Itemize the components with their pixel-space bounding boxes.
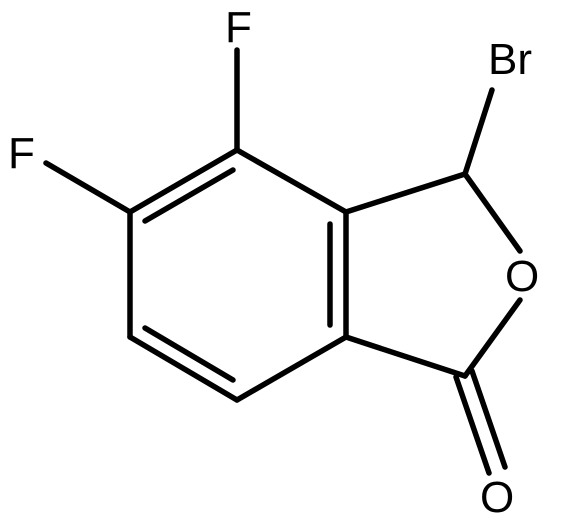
bond-c1-c7a: [343, 334, 468, 379]
bond-c4-c5: [127, 147, 240, 215]
substituent-bonds: [43, 47, 508, 476]
bond-c4-c5-inner: [142, 167, 236, 224]
atom-label-f-upper: F: [225, 3, 252, 52]
bond-carbonyl-2: [453, 374, 492, 476]
bond-o-c1: [462, 297, 523, 379]
bond-c7-c7a: [234, 334, 349, 403]
bond-c5-f: [43, 160, 133, 215]
bond-c3a-c3: [343, 171, 468, 215]
lactone-ring: [343, 171, 523, 379]
atom-label-br: Br: [488, 35, 532, 84]
atom-label-f-left: F: [8, 129, 35, 178]
atom-label-o-ring: O: [505, 252, 539, 301]
bond-c3a-c4: [234, 147, 349, 215]
bond-c3-o: [462, 171, 523, 254]
bond-carbonyl-1: [469, 368, 508, 470]
bond-c6-c7: [127, 334, 240, 403]
atom-label-o-carbonyl: O: [480, 473, 514, 522]
bond-c3-br: [462, 87, 495, 177]
bond-c6-c7-inner: [142, 325, 236, 383]
benzene-ring: [127, 147, 349, 403]
